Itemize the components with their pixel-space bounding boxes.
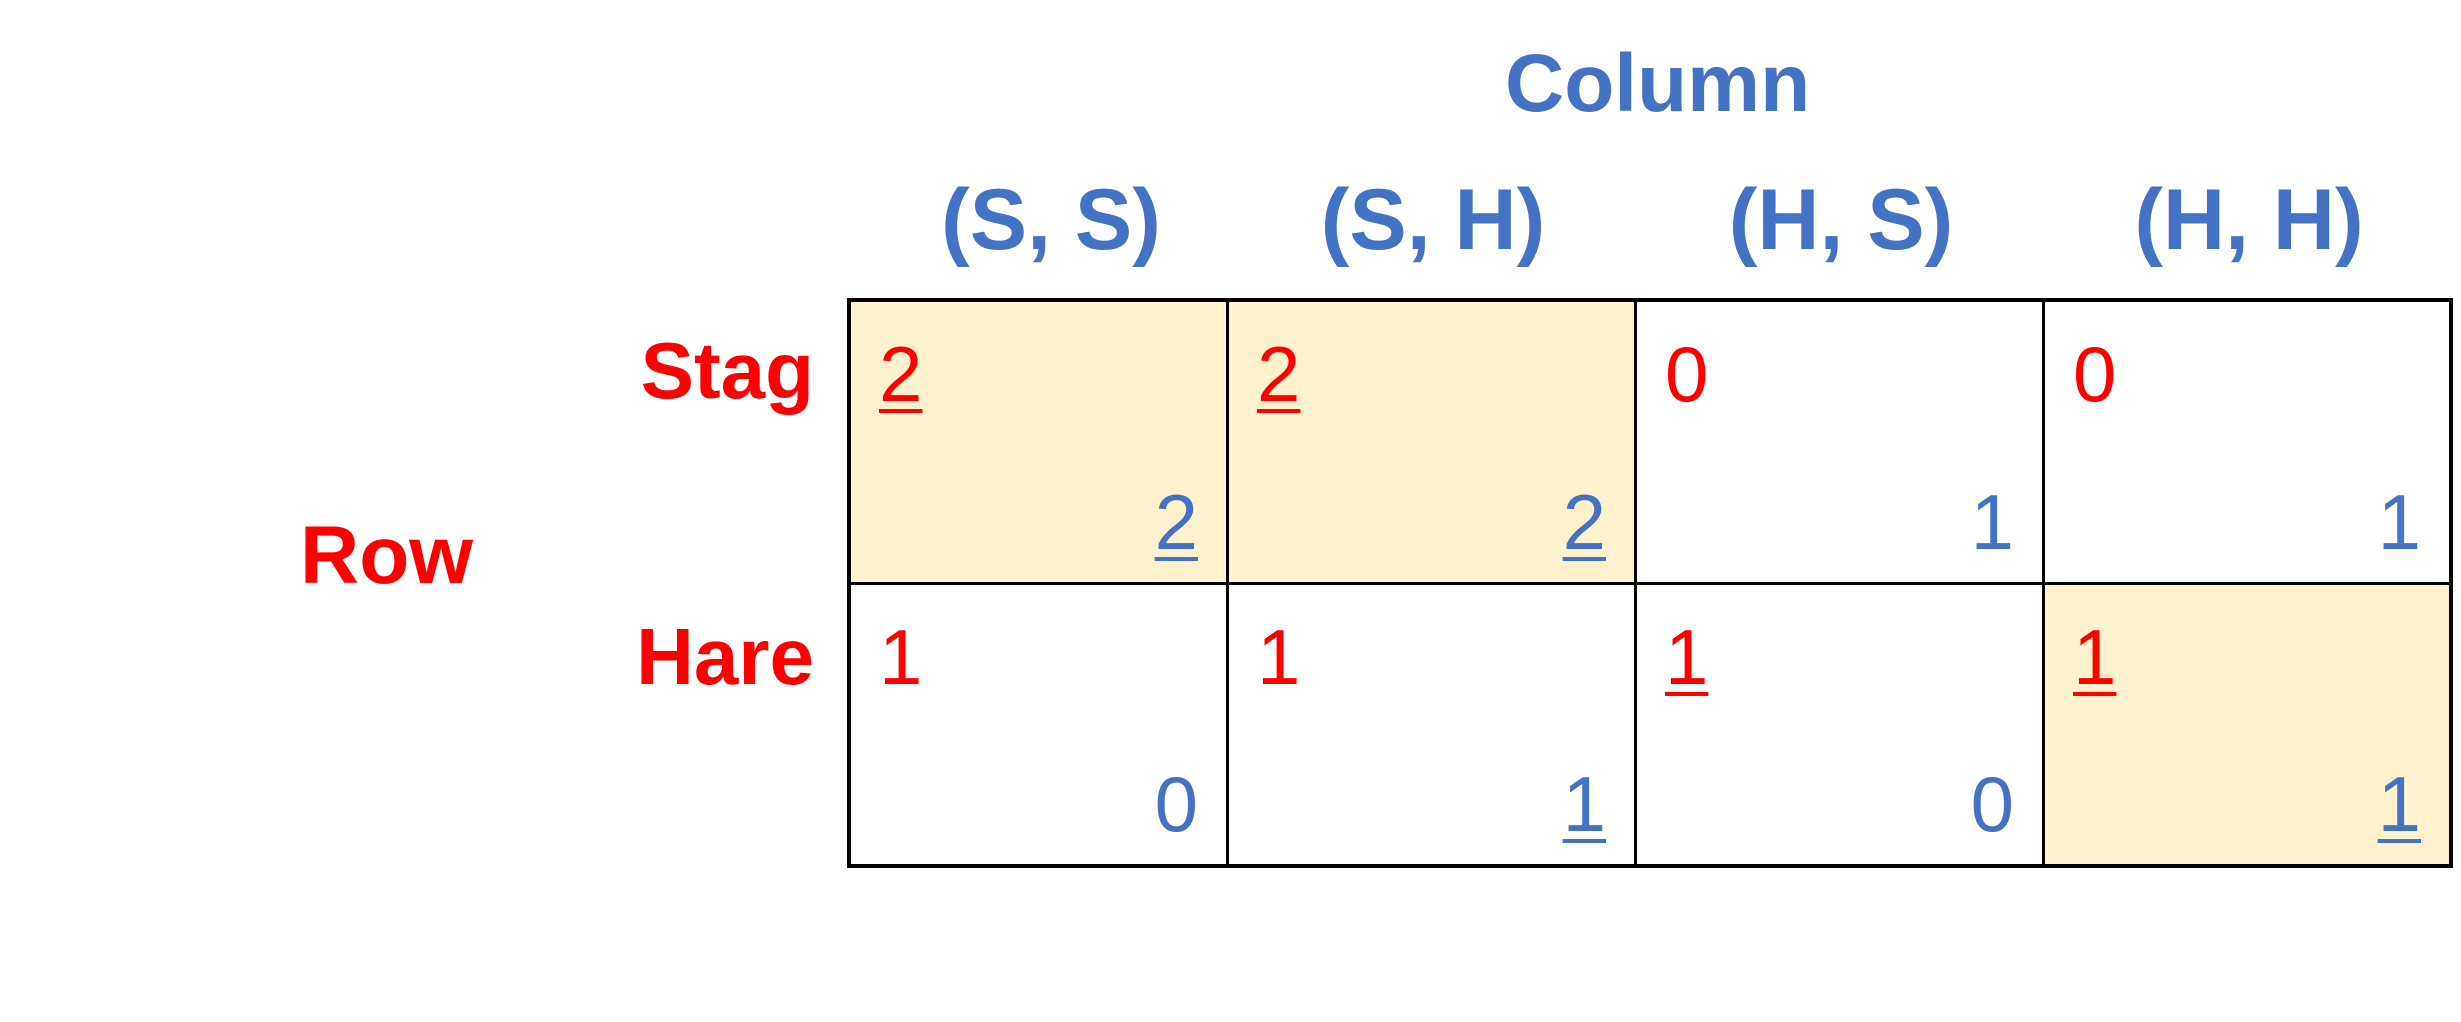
row-payoff: 2 — [1257, 330, 1301, 418]
row-payoff: 2 — [879, 330, 923, 418]
row-player-label: Row — [300, 510, 474, 601]
row-payoff: 1 — [2073, 613, 2117, 701]
row-payoff: 0 — [1665, 330, 1709, 418]
column-payoff: 0 — [1970, 760, 2014, 848]
column-strategy-hs: (H, S) — [1728, 172, 1954, 268]
column-player-label: Column — [1505, 38, 1811, 129]
column-payoff: 1 — [2377, 478, 2421, 566]
row-payoff: 0 — [2073, 330, 2117, 418]
column-payoff: 0 — [1154, 760, 1198, 848]
row-payoff: 1 — [1257, 613, 1301, 701]
column-payoff: 1 — [1562, 760, 1606, 848]
column-payoff: 1 — [2377, 760, 2421, 848]
column-payoff: 1 — [1970, 478, 2014, 566]
column-payoff: 2 — [1562, 478, 1606, 566]
column-strategy-hh: (H, H) — [2134, 172, 2364, 268]
column-payoff: 2 — [1154, 478, 1198, 566]
row-strategy-hare: Hare — [636, 612, 814, 701]
column-strategy-sh: (S, H) — [1320, 172, 1546, 268]
row-strategy-stag: Stag — [640, 326, 814, 415]
row-payoff: 1 — [879, 613, 923, 701]
row-payoff: 1 — [1665, 613, 1709, 701]
column-strategy-ss: (S, S) — [941, 172, 1161, 268]
